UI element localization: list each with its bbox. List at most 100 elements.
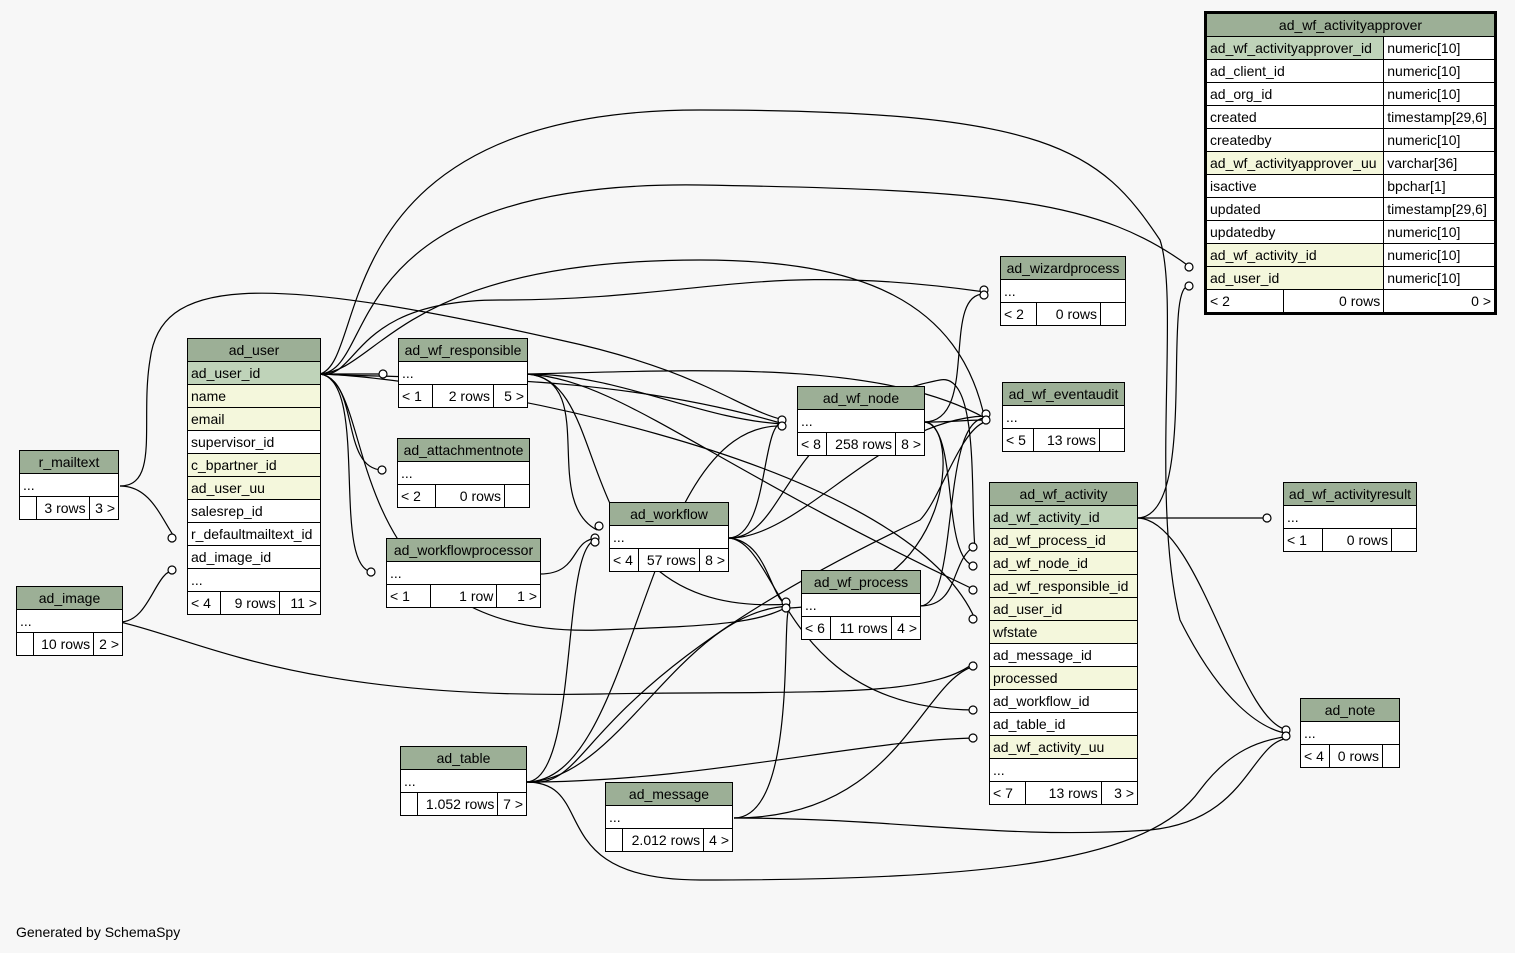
column-name: email (187, 407, 321, 431)
column-type: numeric[10] (1383, 59, 1496, 83)
column-ellipsis: ... (609, 525, 729, 549)
column-ellipsis: ... (400, 769, 527, 793)
column-name: ad_wf_activity_id (989, 505, 1138, 529)
row-count: 10 rows (32, 632, 95, 656)
table-name: ad_wf_eventaudit (1002, 382, 1125, 406)
table-ad-wf-activityapprover[interactable]: ad_wf_activityapprover ad_wf_activityapp… (1204, 11, 1497, 315)
column-name: r_defaultmailtext_id (187, 522, 321, 546)
column-name: ad_user_id (187, 361, 321, 385)
column-ellipsis: ... (16, 609, 123, 633)
column-type: numeric[10] (1383, 220, 1496, 244)
parents-count: < 2 (1000, 302, 1037, 326)
row-count: 13 rows (1025, 781, 1102, 805)
generated-by-footer: Generated by SchemaSpy (16, 924, 181, 940)
children-count: 3 > (88, 496, 120, 520)
table-name: r_mailtext (19, 450, 119, 474)
parents-count: < 1 (398, 384, 433, 408)
table-name: ad_user (187, 338, 321, 362)
row-count: 9 rows (219, 591, 280, 615)
column-ellipsis: ... (386, 561, 541, 585)
parents-count: < 5 (1001, 428, 1035, 452)
column-type: timestamp[29,6] (1383, 105, 1496, 129)
row-count: 2.012 rows (621, 828, 705, 852)
row-count: 11 rows (830, 616, 892, 640)
children-count: 11 > (278, 591, 322, 615)
parents-count: < 2 (396, 484, 437, 508)
row-count: 0 rows (1035, 302, 1102, 326)
row-count: 258 rows (826, 432, 896, 456)
table-name: ad_attachmentnote (397, 438, 530, 462)
table-name: ad_image (16, 586, 123, 610)
column-name: updated (1204, 197, 1385, 221)
parents-count: < 1 (386, 584, 431, 608)
children-count (1099, 428, 1125, 452)
row-count: 0 rows (1321, 528, 1393, 552)
column-type: numeric[10] (1383, 128, 1496, 152)
parents-count: < 7 (988, 781, 1027, 805)
column-name: supervisor_id (187, 430, 321, 454)
column-name: wfstate (989, 620, 1138, 644)
column-ellipsis: ... (801, 593, 921, 617)
column-name: ad_wf_responsible_id (989, 574, 1138, 598)
children-count: 1 > (496, 584, 541, 608)
table-name: ad_table (400, 746, 527, 770)
column-name: name (187, 384, 321, 408)
column-type: numeric[10] (1383, 243, 1496, 267)
column-name: ad_wf_node_id (989, 551, 1138, 575)
parents-count: < 4 (608, 548, 640, 572)
row-count: 0 rows (435, 484, 505, 508)
column-name: isactive (1204, 174, 1385, 198)
table-name: ad_wf_responsible (398, 338, 528, 362)
column-name: ad_message_id (989, 643, 1138, 667)
column-ellipsis: ... (1002, 405, 1125, 429)
table-name: ad_workflow (609, 502, 729, 526)
column-name: c_bpartner_id (187, 453, 321, 477)
column-name: ad_org_id (1204, 82, 1385, 106)
parents-count (16, 632, 34, 656)
parents-count: < 2 (1205, 289, 1284, 314)
row-count: 13 rows (1033, 428, 1100, 452)
row-count: 0 rows (1282, 289, 1385, 314)
column-ellipsis: ... (605, 805, 733, 829)
table-name: ad_wf_activityresult (1283, 482, 1417, 506)
column-ellipsis: ... (397, 461, 530, 485)
table-name: ad_wf_node (797, 386, 925, 410)
column-type: numeric[10] (1383, 36, 1496, 60)
column-ellipsis: ... (398, 361, 528, 385)
column-name: ... (989, 758, 1138, 782)
parents-count (400, 792, 418, 816)
children-count (1100, 302, 1126, 326)
table-ad-wf-activity[interactable]: ad_wf_activity ad_wf_activity_id ad_wf_p… (988, 482, 1139, 805)
column-name: ad_image_id (187, 545, 321, 569)
column-name: salesrep_id (187, 499, 321, 523)
column-name: ad_client_id (1204, 59, 1385, 83)
column-ellipsis: ... (797, 409, 925, 433)
children-count (1382, 744, 1400, 768)
column-ellipsis: ... (19, 473, 119, 497)
table-name: ad_wf_activityapprover (1205, 12, 1496, 37)
column-name: created (1204, 105, 1385, 129)
parents-count: < 8 (796, 432, 828, 456)
column-name: ad_user_id (989, 597, 1138, 621)
column-name: ad_user_id (1204, 266, 1385, 290)
table-ad-user[interactable]: ad_user ad_user_id name email supervisor… (187, 338, 322, 615)
row-count: 2 rows (431, 384, 494, 408)
children-count: 0 > (1383, 289, 1496, 314)
children-count (1391, 528, 1417, 552)
column-name: ad_wf_activityapprover_uu (1204, 151, 1385, 175)
